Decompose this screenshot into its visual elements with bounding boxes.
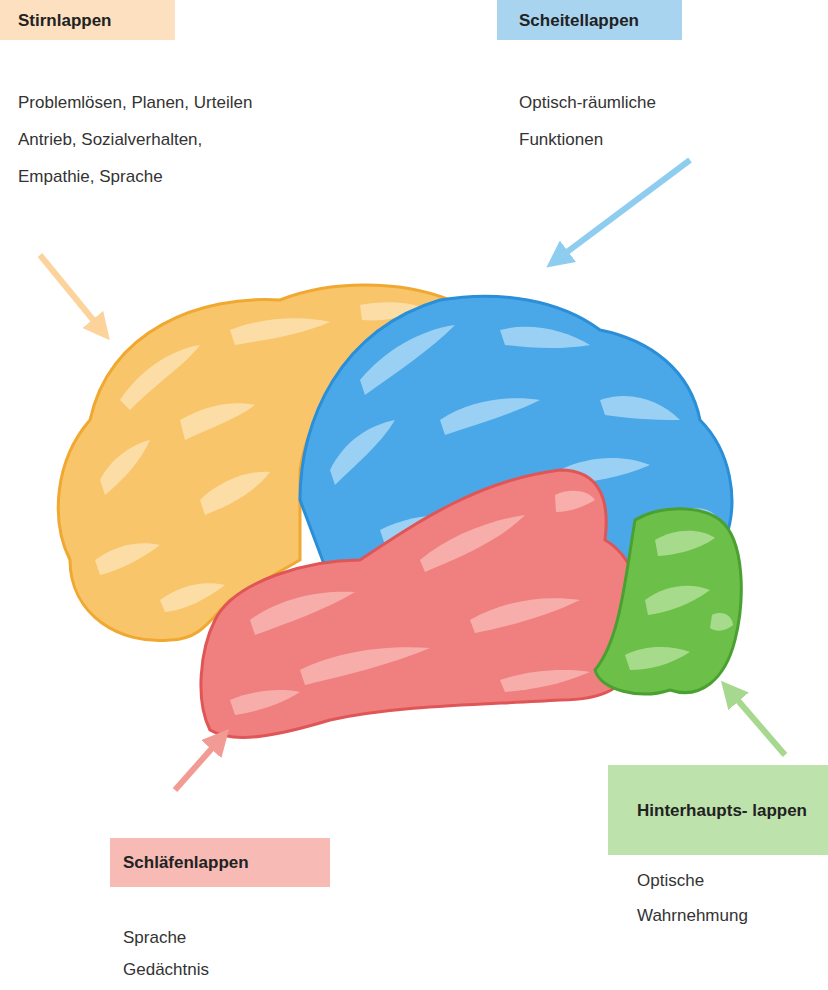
lobe-name: Schläfenlappen — [110, 838, 330, 887]
lobe-functions: Sprache Gedächtnis — [123, 922, 253, 986]
leader-arrow — [728, 689, 785, 755]
lobe-name: Hinterhaupts- lappen — [608, 765, 828, 855]
temporal-gyri — [230, 491, 595, 715]
occipital-lobe — [595, 509, 741, 694]
lobe-name: Scheitellappen — [497, 0, 682, 40]
leader-arrow — [40, 255, 103, 332]
lobe-label: StirnlappenProblemlösen, Planen, Urteile… — [0, 0, 175, 40]
lobe-functions: Optische Wahrnehmung — [637, 863, 797, 933]
leader-arrow — [555, 160, 690, 261]
lobe-label: ScheitellappenOptisch-räumliche Funktion… — [497, 0, 682, 40]
temporal-lobe — [201, 470, 644, 737]
leader-arrow — [175, 737, 222, 790]
lobe-label: SchläfenlappenSprache Gedächtnis — [110, 838, 330, 887]
lobe-label: Hinterhaupts- lappenOptische Wahrnehmung — [608, 765, 828, 855]
lobe-functions: Problemlösen, Planen, Urteilen Antrieb, … — [18, 84, 278, 195]
lobe-functions: Optisch-räumliche Funktionen — [519, 84, 699, 158]
lobe-name: Stirnlappen — [0, 0, 175, 40]
occipital-gyri — [625, 531, 733, 670]
